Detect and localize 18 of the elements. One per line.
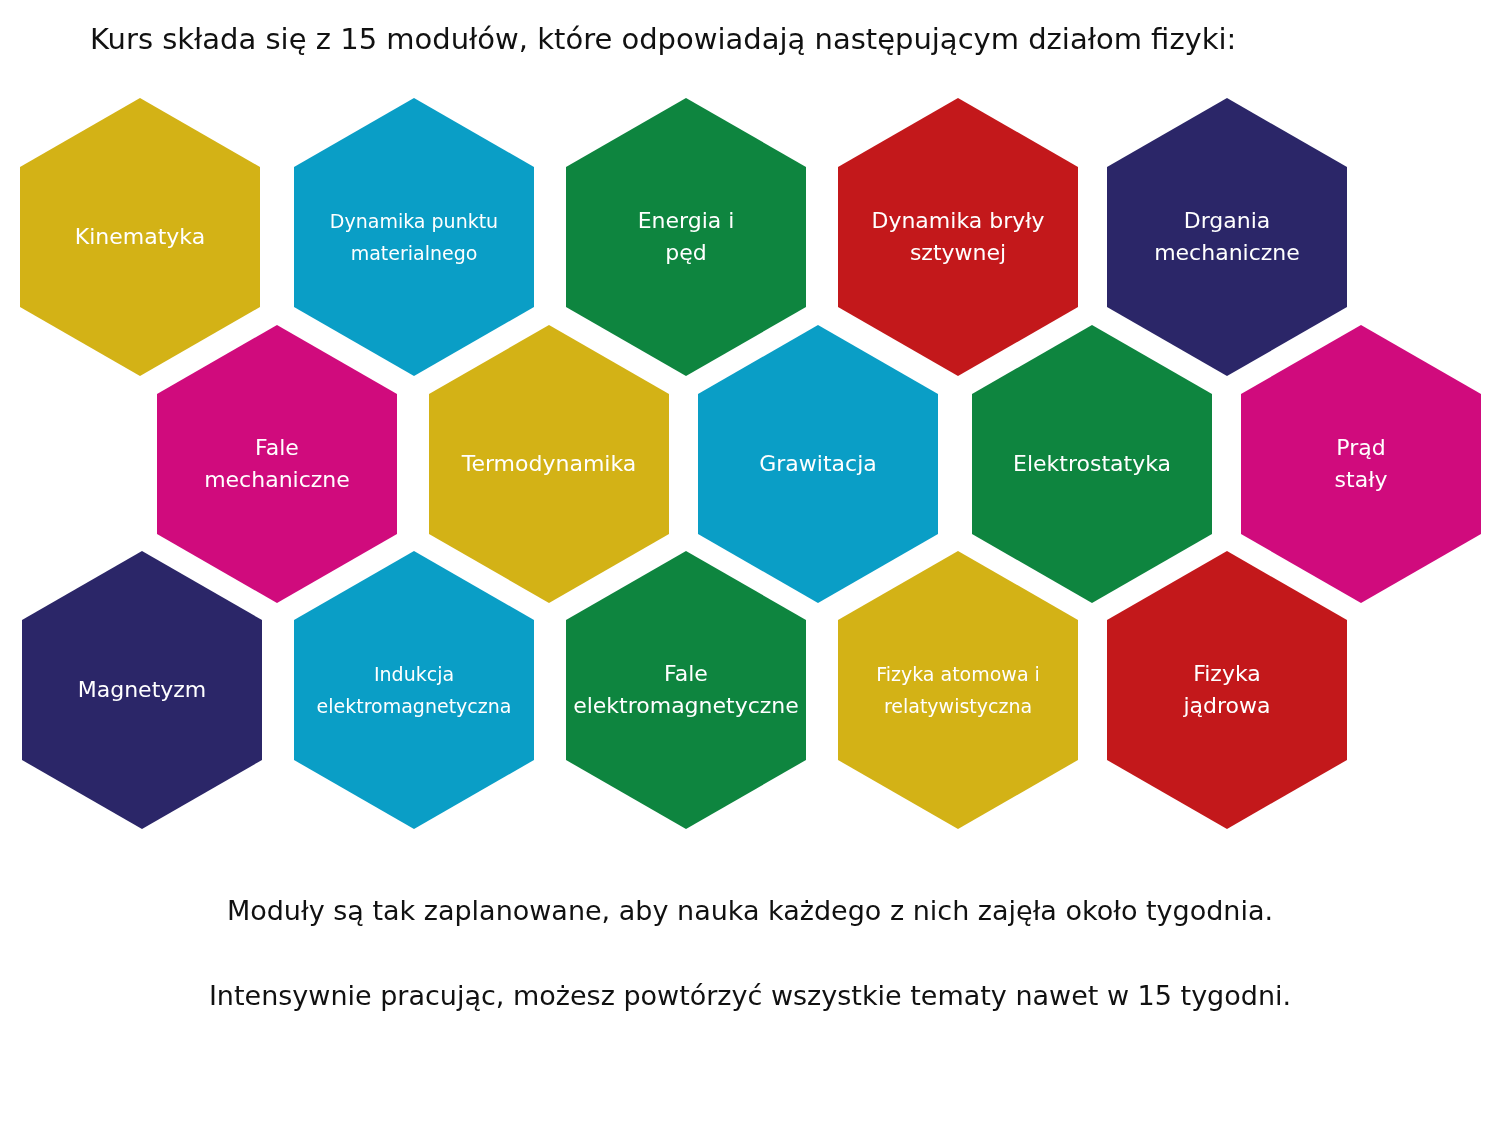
- topic-label: Fale mechaniczne: [203, 434, 351, 494]
- topic-label: Indukcja elektromagnetyczna: [315, 662, 513, 719]
- topic-label: Prąd stały: [1333, 434, 1389, 494]
- topic-label: Grawitacja: [758, 450, 878, 478]
- heading: Kurs składa się z 15 modułów, które odpowiadają następującym działom fizyki:: [90, 22, 1237, 56]
- topic-label: Elektrostatyka: [1012, 450, 1172, 478]
- topic-label: Kinematyka: [73, 223, 207, 251]
- note-text: Intensywnie pracując, możesz powtórzyć wszystkie tematy nawet w 15 tygodni.: [207, 980, 1293, 1011]
- topic-label: Dynamika bryły sztywnej: [870, 207, 1046, 267]
- topic-label: Dynamika punktu materialnego: [329, 209, 499, 266]
- topic-label: Fizyka jądrowa: [1182, 660, 1272, 720]
- topic-label: Fale elektromagnetyczne: [572, 660, 800, 720]
- topic-label: Termodynamika: [460, 450, 638, 478]
- topic-label: Energia i pęd: [636, 207, 736, 267]
- note-text: Moduły są tak zaplanowane, aby nauka każdego z nich zajęła około tygodnia.: [225, 895, 1275, 926]
- topic-label: Drgania mechaniczne: [1153, 207, 1301, 267]
- topic-label: Fizyka atomowa i relatywistyczna: [875, 662, 1041, 719]
- topic-label: Magnetyzm: [76, 676, 208, 704]
